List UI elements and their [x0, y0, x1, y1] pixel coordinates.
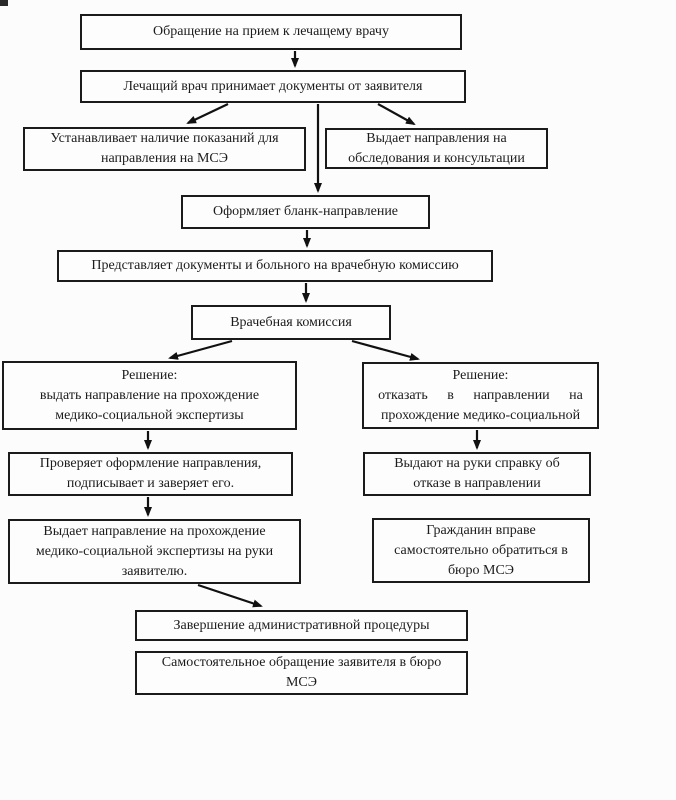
- flow-node-issues-exam-referrals-line-2: обследования и консультации: [348, 150, 525, 166]
- flow-node-hands-referral-to-applicant-line-3: заявителю.: [121, 563, 188, 579]
- flow-node-doctor-accepts-documents: Лечащий врач принимает документы от заяв…: [80, 70, 466, 103]
- flow-node-independent-application: Самостоятельное обращение заявителя в бю…: [135, 651, 468, 695]
- flow-node-fills-referral-form-line-1: Оформляет бланк-направление: [212, 204, 399, 219]
- flow-node-decision-refuse-referral-line-3: прохождение медико-социальной: [380, 407, 581, 423]
- flow-node-decision-issue-referral-line-3: медико-социальной экспертизы: [55, 407, 244, 423]
- flow-node-medical-commission: Врачебная комиссия: [191, 305, 391, 340]
- arrow-accept-to-indications: [186, 103, 229, 124]
- flow-node-presents-to-commission-line-1: Представляет документы и больного на вра…: [91, 258, 459, 273]
- flow-node-issues-refusal-certificate-line-2: отказе в направлении: [413, 476, 541, 491]
- flow-node-issues-exam-referrals-line-1: Выдает направления на: [366, 130, 507, 146]
- arrow-commission-to-refuse: [351, 339, 420, 361]
- flow-node-establishes-indications-line-2: направления на МСЭ: [100, 151, 228, 166]
- flow-node-decision-issue-referral-line-2: выдать направление на прохождение: [39, 387, 260, 403]
- flow-node-decision-refuse-referral-line-1: Решение:: [452, 367, 509, 383]
- flow-node-doctor-accepts-documents-line-1: Лечащий врач принимает документы от заяв…: [123, 78, 423, 94]
- flow-node-citizen-may-apply-himself-line-1: Гражданин вправе: [426, 522, 536, 538]
- flow-node-medical-commission-line-1: Врачебная комиссия: [230, 314, 352, 330]
- flow-node-decision-refuse-referral: Решение: отказать в направлении на прохожд…: [362, 362, 599, 429]
- flow-node-independent-application-line-1: Самостоятельное обращение заявителя в бю…: [161, 655, 442, 670]
- flow-node-issues-refusal-certificate-line-1: Выдают на руки справку об: [394, 456, 560, 471]
- flow-node-citizen-may-apply-himself-line-3: бюро МСЭ: [447, 562, 515, 578]
- flow-node-checks-signs-referral-line-2: подписывает и заверяет его.: [66, 476, 235, 491]
- flow-node-hands-referral-to-applicant-line-1: Выдает направление на прохождение: [43, 523, 266, 539]
- flow-node-procedure-completion-line-1: Завершение административной процедуры: [173, 617, 430, 633]
- arrow-accept-to-exam-referrals: [377, 103, 416, 125]
- flow-node-decision-issue-referral: Решение: выдать направление на прохождени…: [2, 361, 297, 430]
- arrow-commission-to-issue: [168, 339, 233, 360]
- flow-node-decision-issue-referral-line-1: Решение:: [121, 367, 178, 383]
- flow-node-fills-referral-form: Оформляет бланк-направление: [181, 195, 430, 229]
- flow-node-hands-referral-to-applicant-line-2: медико-социальной экспертизы на руки: [35, 543, 274, 559]
- flow-node-independent-application-line-2: МСЭ: [285, 675, 318, 690]
- flow-node-decision-refuse-referral-line-2: отказать в направлении на: [378, 387, 583, 403]
- arrow-hand-referral-to-completion: [197, 583, 263, 608]
- flow-node-presents-to-commission: Представляет документы и больного на вра…: [57, 250, 493, 282]
- flow-node-establishes-indications-line-1: Устанавливает наличие показаний для: [50, 131, 279, 146]
- flow-node-issues-refusal-certificate: Выдают на руки справку об отказе в направ…: [363, 452, 591, 496]
- flow-node-procedure-completion: Завершение административной процедуры: [135, 610, 468, 641]
- flow-node-checks-signs-referral: Проверяет оформление направления, подписы…: [8, 452, 293, 496]
- flow-node-citizen-may-apply-himself: Гражданин вправе самостоятельно обратитьс…: [372, 518, 590, 583]
- flow-node-appeal-to-doctor: Обращение на прием к лечащему врачу: [80, 14, 462, 50]
- scan-corner-artifact: [0, 0, 8, 6]
- flow-node-hands-referral-to-applicant: Выдает направление на прохождение медико-…: [8, 519, 301, 584]
- flow-node-appeal-to-doctor-line-1: Обращение на прием к лечащему врачу: [153, 24, 389, 39]
- flow-node-establishes-indications: Устанавливает наличие показаний для напра…: [23, 127, 306, 171]
- flow-node-citizen-may-apply-himself-line-2: самостоятельно обратиться в: [394, 542, 568, 558]
- flow-node-issues-exam-referrals: Выдает направления на обследования и конс…: [325, 128, 548, 169]
- flow-node-checks-signs-referral-line-1: Проверяет оформление направления,: [39, 456, 262, 471]
